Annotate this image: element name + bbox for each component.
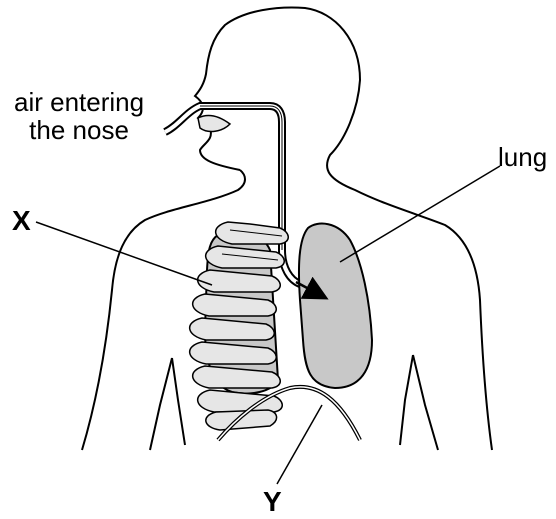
air-label-line-2: the nose (14, 116, 144, 144)
left-arm-line-2 (172, 358, 185, 445)
left-arm-line (150, 358, 172, 450)
lung-label: lung (498, 142, 547, 173)
lung-right-shape (299, 224, 372, 388)
air-label-line-1: air entering (14, 88, 144, 116)
lung-leader-line (340, 166, 500, 262)
x-leader-line (36, 222, 212, 285)
x-label: X (12, 205, 31, 237)
nasal-cavity (198, 116, 230, 132)
y-label: Y (263, 486, 282, 518)
right-arm-line (400, 355, 413, 445)
right-arm-line-2 (413, 355, 438, 450)
y-leader-line (277, 405, 322, 484)
air-entering-label: air entering the nose (14, 88, 144, 144)
